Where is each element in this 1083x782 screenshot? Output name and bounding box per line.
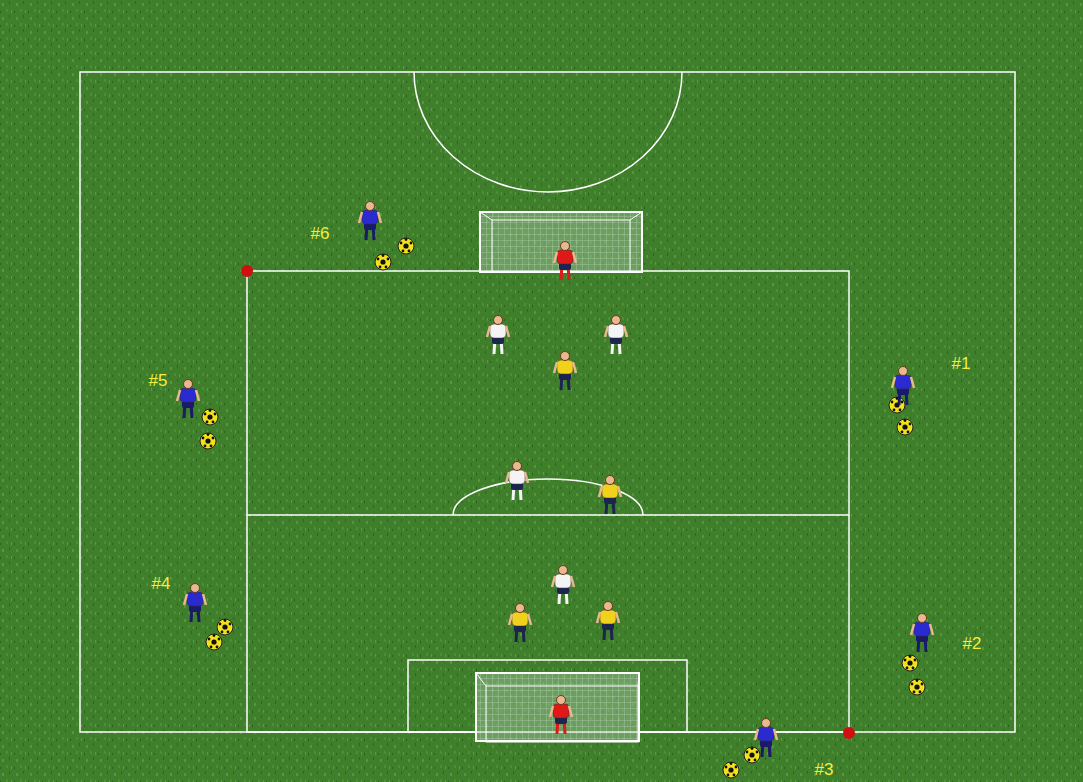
balls [200,238,925,778]
player [597,602,619,641]
ball [909,679,925,695]
callout-number: #4 [152,575,171,592]
player [755,719,777,758]
player [177,380,199,419]
player [554,352,576,391]
ball [897,419,913,435]
ball [723,762,739,778]
ball [375,254,391,270]
player [184,584,206,623]
ball [206,634,222,650]
player [550,696,572,735]
player [506,462,528,501]
cone [241,265,253,277]
ball [200,433,216,449]
player [509,604,531,643]
player [554,242,576,281]
field-lines [80,72,1015,732]
player [892,367,914,406]
callout-number: #3 [815,761,834,778]
player [605,316,627,355]
ball [902,655,918,671]
player [487,316,509,355]
player [911,614,933,653]
player [599,476,621,515]
callout-number: #1 [952,355,971,372]
ball [217,619,233,635]
callout-number: #5 [149,372,168,389]
callout-number: #2 [963,635,982,652]
cone [843,727,855,739]
ball [889,397,905,413]
top-goal [480,212,642,272]
player [552,566,574,605]
bottom-goal [476,673,639,742]
player [359,202,381,241]
ball [744,747,760,763]
players [177,202,933,758]
ball [202,409,218,425]
ball [398,238,414,254]
callout-number: #6 [311,225,330,242]
